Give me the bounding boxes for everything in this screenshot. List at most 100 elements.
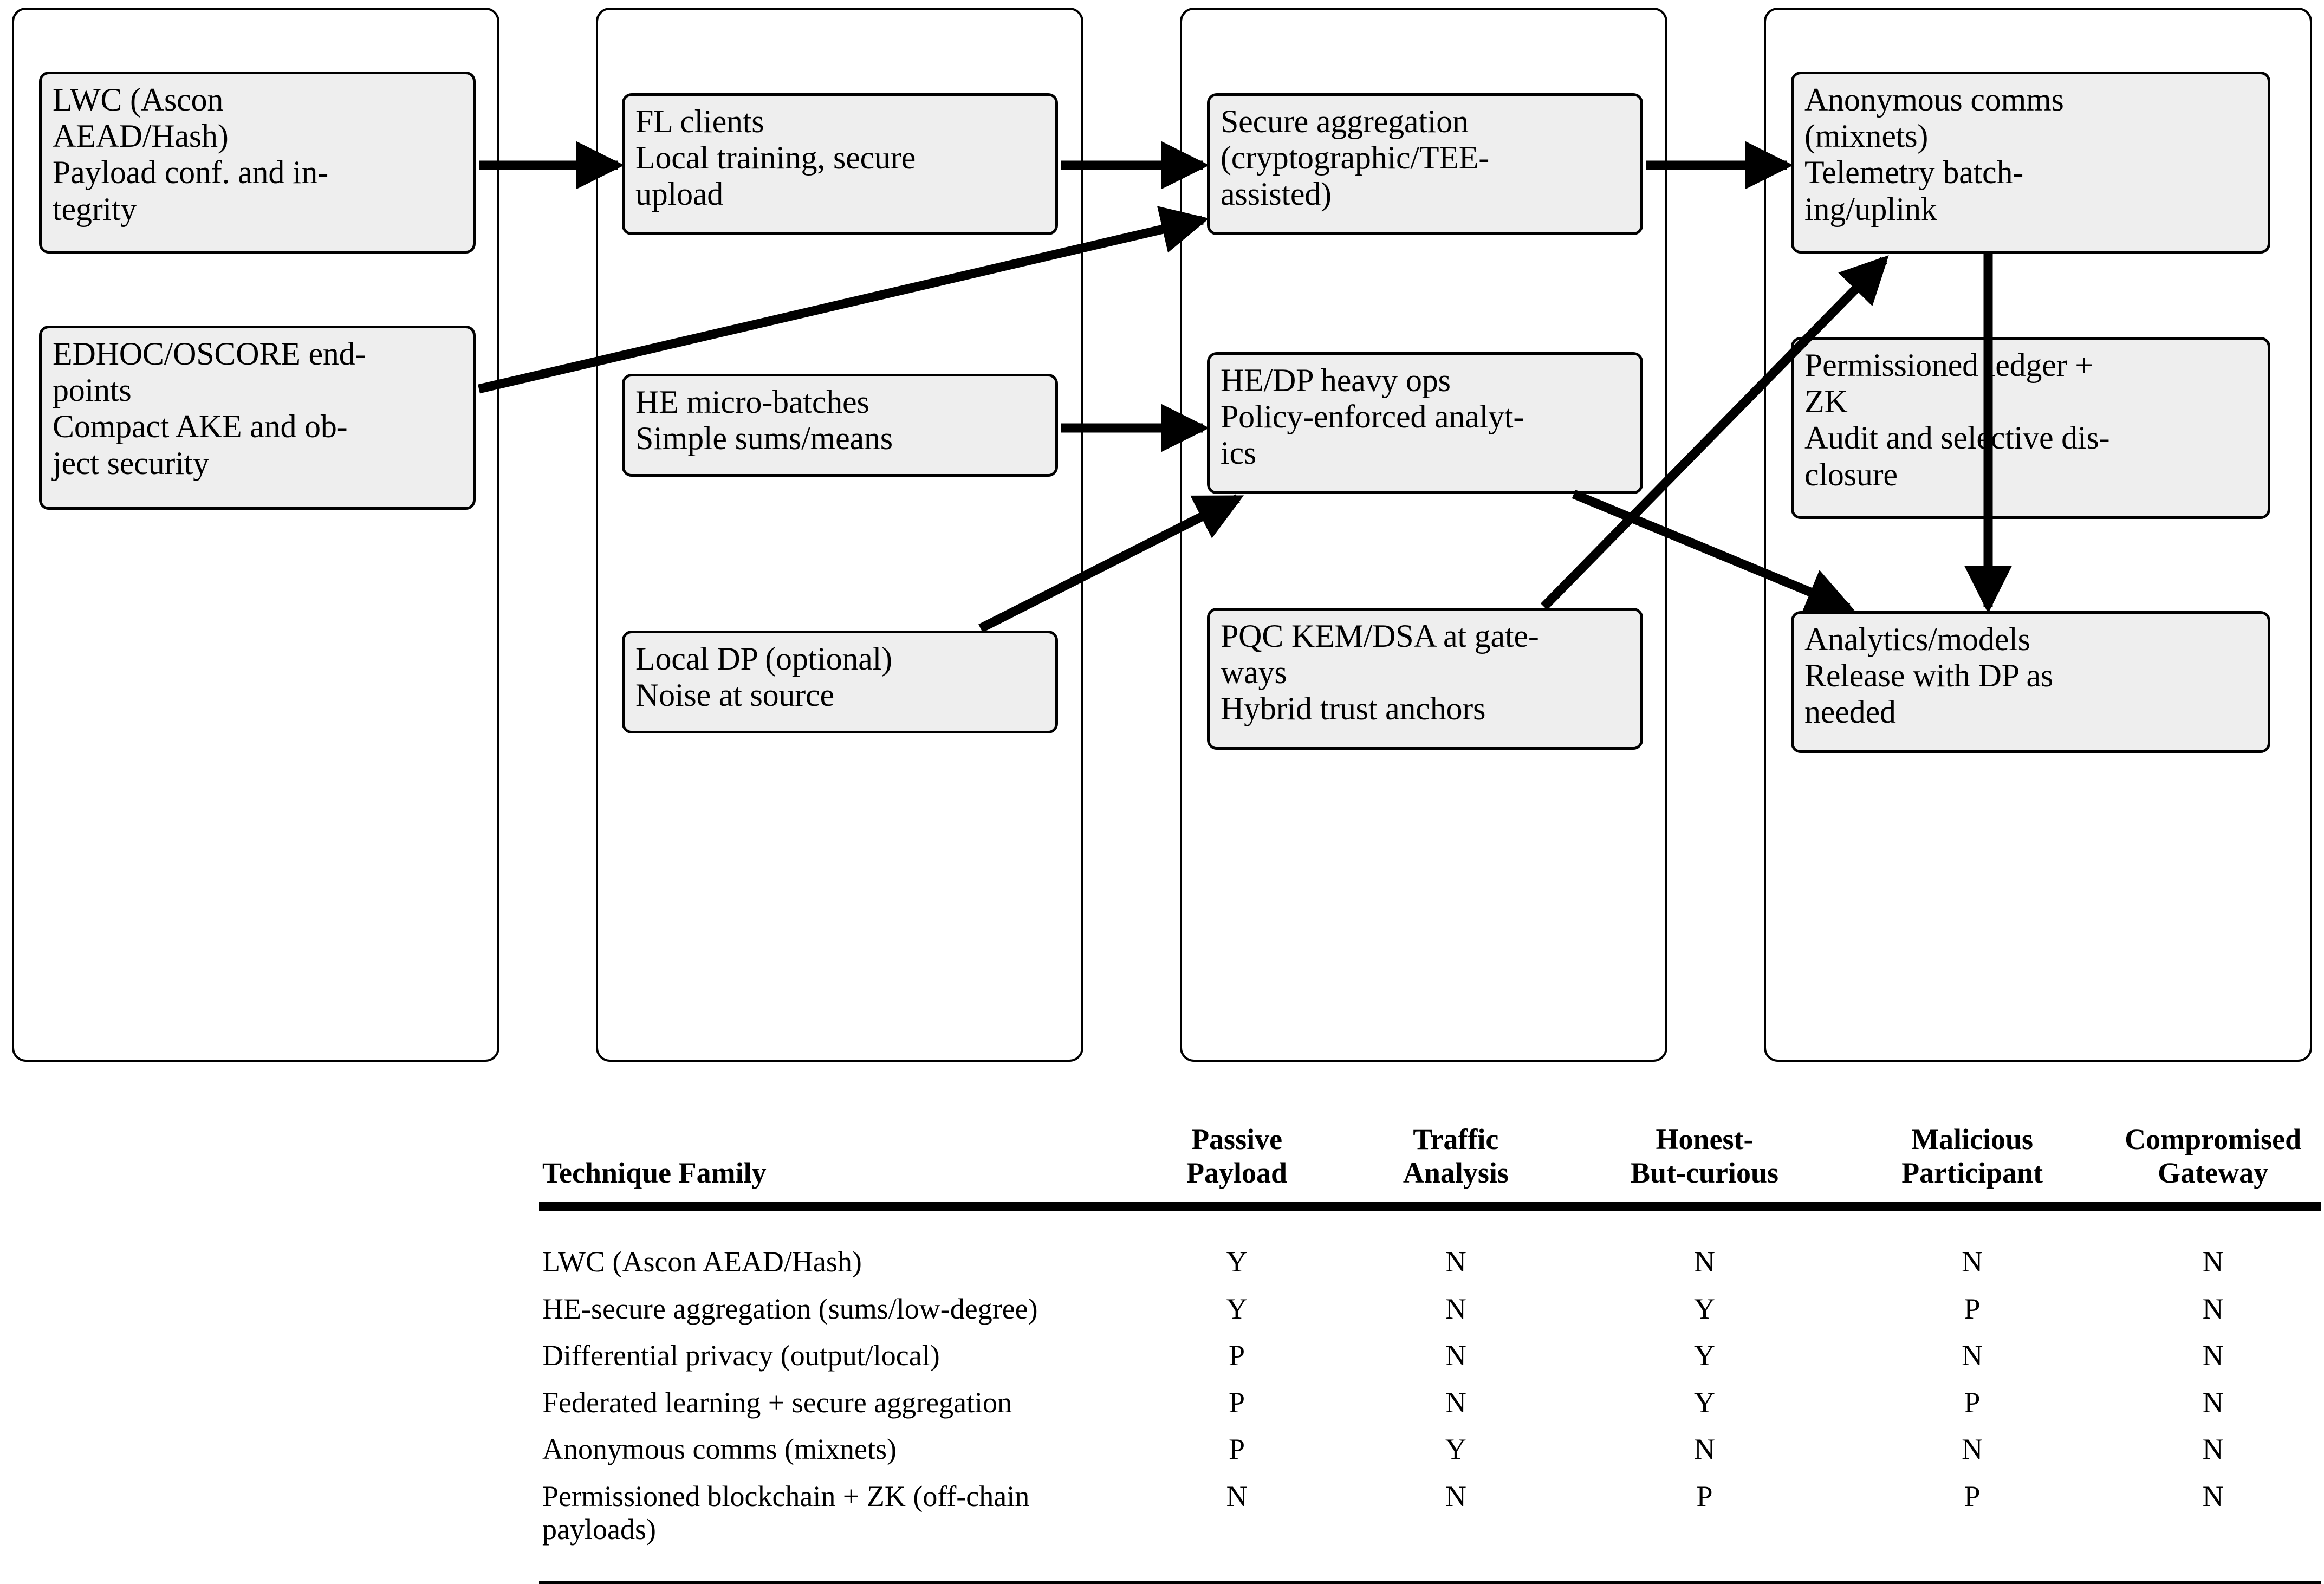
node-pqc-line-2: Hybrid trust anchors [1221,691,1486,727]
col-header-malicious-participant: Malicious Participant [1901,1123,2043,1189]
node-edhoc-line-3: ject security [53,445,209,481]
table-row: Federated learning + secure aggregation … [539,1380,2321,1427]
node-secagg-line-1: (cryptographic/TEE- [1221,140,1489,176]
node-lwc-line-0: LWC (Ascon [53,82,224,118]
node-permissioned-ledger-zk[interactable]: Permissioned ledger + ZK Audit and selec… [1791,337,2270,519]
col-header-technique-family: Technique Family [542,1156,767,1189]
node-secagg-line-0: Secure aggregation [1221,103,1469,139]
node-anonymous-comms[interactable]: Anonymous comms (mixnets) Telemetry batc… [1791,72,2270,254]
cell-family: Permissioned blockchain + ZK (off-chain … [542,1479,1030,1546]
table-row: HE-secure aggregation (sums/low-degree) … [539,1286,2321,1333]
cell-malicious-participant: N [1962,1433,1983,1466]
col-header-passive-payload: Passive Payload [1186,1123,1288,1189]
table-rule-mid [539,1208,2321,1213]
table-row: Anonymous comms (mixnets) P Y N N N [539,1426,2321,1473]
cell-traffic-analysis: N [1445,1292,1466,1325]
cell-honest-but-curious: Y [1693,1386,1715,1419]
node-analytics-line-1: Release with DP as [1804,658,2054,694]
comparison-table-wrapper: Technique Family Passive Payload Traffic… [539,1113,2321,1584]
cell-compromised-gateway: N [2202,1433,2224,1466]
col-header-compromised-gateway: Compromised Gateway [2125,1123,2302,1189]
cell-compromised-gateway: N [2202,1292,2224,1325]
cell-malicious-participant: N [1962,1245,1983,1278]
node-edhoc-line-0: EDHOC/OSCORE end- [53,336,366,372]
cell-compromised-gateway: N [2202,1479,2224,1512]
comparison-table: Technique Family Passive Payload Traffic… [539,1113,2321,1584]
node-hedp-line-2: ics [1221,435,1257,471]
node-hemicro-line-0: HE micro-batches [635,384,869,420]
cell-compromised-gateway: N [2202,1245,2224,1278]
node-analytics-line-2: needed [1804,694,1896,730]
node-localdp-line-1: Noise at source [635,677,834,713]
table-row: Permissioned blockchain + ZK (off-chain … [539,1473,2321,1554]
node-fl-clients[interactable]: FL clients Local training, secure upload [622,93,1058,235]
cell-passive-payload: N [1226,1479,1248,1512]
cell-family: Federated learning + secure aggregation [542,1386,1012,1419]
lane-container-1 [12,8,499,1062]
node-pqc-kem-dsa[interactable]: PQC KEM/DSA at gate- ways Hybrid trust a… [1207,608,1643,750]
cell-honest-but-curious: P [1696,1479,1713,1512]
node-hemicro-line-1: Simple sums/means [635,420,893,457]
cell-family: LWC (Ascon AEAD/Hash) [542,1245,862,1278]
table-row: Differential privacy (output/local) P N … [539,1333,2321,1380]
cell-traffic-analysis: N [1445,1245,1466,1278]
node-lwc[interactable]: LWC (Ascon AEAD/Hash) Payload conf. and … [39,72,476,254]
node-lwc-line-1: AEAD/Hash) [53,118,229,154]
node-ledger-line-2: Audit and selective dis- [1804,420,2110,456]
node-fl-line-2: upload [635,176,724,212]
cell-passive-payload: Y [1226,1292,1248,1325]
node-anon-line-0: Anonymous comms [1804,82,2064,118]
node-ledger-line-0: Permissioned ledger + [1804,347,2093,383]
cell-honest-but-curious: N [1693,1433,1715,1466]
node-localdp-line-0: Local DP (optional) [635,641,892,677]
node-edhoc-line-1: points [53,372,132,408]
cell-passive-payload: P [1229,1386,1245,1419]
cell-passive-payload: P [1229,1339,1245,1372]
cell-honest-but-curious: N [1693,1245,1715,1278]
node-ledger-line-1: ZK [1804,384,1848,420]
node-hedp-line-1: Policy-enforced analyt- [1221,399,1524,435]
node-hedp-line-0: HE/DP heavy ops [1221,362,1451,398]
node-lwc-line-2: Payload conf. and in- [53,154,328,191]
node-fl-line-0: FL clients [635,103,764,139]
cell-honest-but-curious: Y [1693,1292,1715,1325]
cell-traffic-analysis: N [1445,1479,1466,1512]
node-edhoc-oscore[interactable]: EDHOC/OSCORE end- points Compact AKE and… [39,326,476,510]
node-he-micro-batches[interactable]: HE micro-batches Simple sums/means [622,374,1058,477]
table-rule-top [539,1202,2321,1211]
table-row: LWC (Ascon AEAD/Hash) Y N N N N [539,1239,2321,1286]
node-he-dp-heavy-ops[interactable]: HE/DP heavy ops Policy-enforced analyt- … [1207,352,1643,494]
cell-compromised-gateway: N [2202,1339,2224,1372]
cell-passive-payload: Y [1226,1245,1248,1278]
col-header-traffic-analysis: Traffic Analysis [1403,1123,1509,1189]
node-anon-line-2: Telemetry batch- [1804,154,2024,191]
cell-malicious-participant: P [1964,1292,1981,1325]
node-anon-line-3: ing/uplink [1804,191,1937,227]
node-analytics-models[interactable]: Analytics/models Release with DP as need… [1791,611,2270,753]
cell-compromised-gateway: N [2202,1386,2224,1419]
node-pqc-line-1: ways [1221,654,1287,691]
node-edhoc-line-2: Compact AKE and ob- [53,408,348,445]
table-header: Technique Family Passive Payload Traffic… [539,1113,2321,1205]
table-header-row: Technique Family Passive Payload Traffic… [539,1113,2321,1205]
cell-family: Anonymous comms (mixnets) [542,1433,897,1466]
cell-malicious-participant: N [1962,1339,1983,1372]
cell-traffic-analysis: Y [1445,1433,1466,1466]
cell-traffic-analysis: N [1445,1386,1466,1419]
node-secure-aggregation[interactable]: Secure aggregation (cryptographic/TEE- a… [1207,93,1643,235]
node-lwc-line-3: tegrity [53,191,137,227]
cell-malicious-participant: P [1964,1479,1981,1512]
table-body: LWC (Ascon AEAD/Hash) Y N N N N HE-secur… [539,1208,2321,1584]
node-anon-line-1: (mixnets) [1804,118,1929,154]
cell-passive-payload: P [1229,1433,1245,1466]
cell-family: Differential privacy (output/local) [542,1339,940,1372]
cell-malicious-participant: P [1964,1386,1981,1419]
cell-traffic-analysis: N [1445,1339,1466,1372]
node-local-dp[interactable]: Local DP (optional) Noise at source [622,631,1058,733]
node-pqc-line-0: PQC KEM/DSA at gate- [1221,618,1539,654]
cell-honest-but-curious: Y [1693,1339,1715,1372]
col-header-honest-but-curious: Honest- But-curious [1630,1123,1778,1189]
node-analytics-line-0: Analytics/models [1804,621,2030,657]
cell-family: HE-secure aggregation (sums/low-degree) [542,1292,1038,1325]
